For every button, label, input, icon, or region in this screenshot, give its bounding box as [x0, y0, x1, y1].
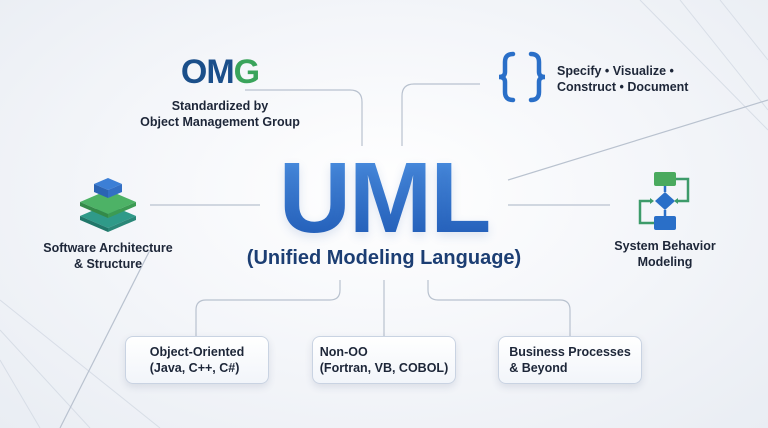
- omg-caption-line2: Object Management Group: [140, 115, 300, 129]
- uml-title: UML: [234, 148, 534, 248]
- business-processes-line1: Business Processes: [509, 345, 631, 359]
- business-processes-line2: & Beyond: [509, 361, 568, 375]
- architecture-group: Software Architecture & Structure: [28, 168, 188, 272]
- business-processes-label: Business Processes & Beyond: [509, 344, 631, 376]
- flowchart-icon: [638, 172, 690, 230]
- object-oriented-line1: Object-Oriented: [149, 345, 245, 359]
- purpose-caption-line2: Construct • Document: [557, 80, 689, 94]
- omg-group: OMG Standardized by Object Management Gr…: [120, 52, 320, 130]
- non-oo-line2: (Fortran, VB, COBOL): [319, 361, 449, 375]
- purpose-caption-line1: Specify • Visualize •: [557, 64, 674, 78]
- purpose-group: Specify • Visualize • Construct • Docume…: [493, 48, 723, 108]
- purpose-caption: Specify • Visualize • Construct • Docume…: [557, 63, 727, 95]
- omg-logo: OMG: [180, 53, 260, 91]
- non-oo-box: Non-OO (Fortran, VB, COBOL): [312, 336, 456, 384]
- object-oriented-line2: (Java, C++, C#): [149, 361, 240, 375]
- behavior-group: System Behavior Modeling: [590, 168, 740, 270]
- omg-caption-line1: Standardized by: [171, 99, 269, 113]
- architecture-caption-line1: Software Architecture: [43, 241, 173, 255]
- object-oriented-label: Object-Oriented (Java, C++, C#): [150, 344, 244, 376]
- business-processes-box: Business Processes & Beyond: [498, 336, 642, 384]
- architecture-caption-line2: & Structure: [73, 257, 143, 271]
- behavior-caption-line2: Modeling: [637, 255, 693, 269]
- uml-subtitle: (Unified Modeling Language): [246, 247, 522, 269]
- architecture-caption: Software Architecture & Structure: [28, 240, 188, 272]
- omg-caption: Standardized by Object Management Group: [120, 98, 320, 130]
- behavior-caption: System Behavior Modeling: [590, 238, 740, 270]
- object-oriented-box: Object-Oriented (Java, C++, C#): [125, 336, 269, 384]
- behavior-caption-line1: System Behavior: [614, 239, 716, 253]
- curly-braces-icon: [498, 51, 546, 103]
- non-oo-label: Non-OO (Fortran, VB, COBOL): [320, 344, 448, 376]
- stacked-layers-icon: [80, 178, 136, 232]
- non-oo-line1: Non-OO: [319, 345, 368, 359]
